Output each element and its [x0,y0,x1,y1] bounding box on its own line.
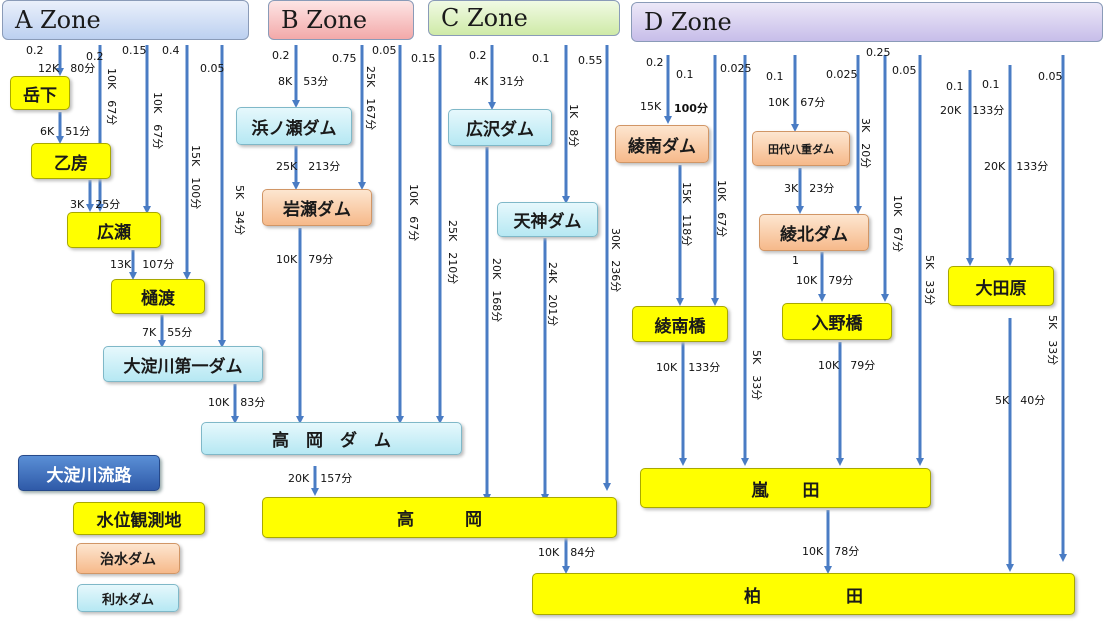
node-oyodo-dam1: 大淀川第一ダム [103,346,263,382]
label-dam1-takaoka-dam: 10K 83分 [208,396,266,409]
label-arashida-kashiwada: 10K 78分 [802,545,860,558]
label-h-c2: 0.1 [532,52,550,65]
label-hirosawa-in: 4K 31分 [474,75,525,88]
node-hirosawa-dam: 広沢ダム [448,109,552,146]
node-iwase-dam: 岩瀬ダム [262,189,372,226]
label-tashiro-in: 10K 67分 [768,96,826,109]
label-h-a5: 0.05 [200,62,225,75]
label-otabaru-in2: 20K 133分 [984,160,1049,173]
node-tenjin-dam: 天神ダム [497,202,598,237]
label-h-b2: 0.75 [332,52,357,65]
node-tashiro-dam: 田代八重ダム [752,131,850,166]
label-ayaminami-in-t: 100分 [674,102,708,115]
node-takeshita: 岳下 [10,76,70,110]
label-takaoka-dam-takaoka: 20K 157分 [288,472,353,485]
label-h-d7: 0.05 [892,64,917,77]
zone-b-header: B Zone [268,0,414,40]
label-ayaminami-in-k: 15K [640,100,662,113]
label-takeshita-in: 12K 80分 [38,62,96,75]
label-v-ayaminami: 15K 118分 [680,182,693,247]
label-takeshita-otsubo: 6K 51分 [40,125,91,138]
legend-gauge: 水位観測地 [73,502,205,535]
legend-river: 大淀川流路 [18,455,160,491]
label-h-a3: 0.15 [122,44,147,57]
zone-a-header: A Zone [2,0,249,40]
zone-c-header: C Zone [428,0,620,36]
label-h-b3: 0.05 [372,44,397,57]
label-hirose-hiwatari: 13K 107分 [110,258,175,271]
node-kashiwada: 柏 田 [532,573,1075,615]
label-otabaru-kashiwada: 5K 40分 [995,394,1046,407]
label-h-d9: 0.1 [982,78,1000,91]
label-v-d5: 3K 20分 [859,118,872,169]
label-iwase-takaoka-dam: 10K 79分 [276,253,334,266]
node-ayaminami-bridge: 綾南橋 [632,306,728,342]
label-hamanose-iwase: 25K 213分 [276,160,341,173]
node-takaoka-dam: 高 岡 ダ ム [201,422,462,455]
label-h-d3: 0.025 [720,62,752,75]
label-v-b2: 25K 167分 [364,66,377,131]
label-v-d7: 5K 33分 [923,255,936,306]
node-arashida: 嵐 田 [640,468,931,508]
label-v-c0: 25K 210分 [446,220,459,285]
node-irinobashi: 入野橋 [782,303,892,340]
label-h-c3: 0.55 [578,54,603,67]
label-otsubo-hirose: 3K 25分 [70,198,121,211]
label-h-d10: 0.05 [1038,70,1063,83]
label-v-d2: 10K 67分 [715,180,728,238]
label-ayakita-iri: 10K 79分 [796,274,854,287]
label-v-d3: 5K 33分 [750,350,763,401]
label-v-a5: 5K 34分 [233,185,246,236]
node-otabaru: 大田原 [948,266,1054,306]
label-h-d2: 0.1 [676,68,694,81]
label-hamanose-in: 8K 53分 [278,75,329,88]
node-otsubo: 乙房 [31,143,111,179]
label-v-a2: 10K 67分 [105,68,118,126]
label-h-d6: 0.25 [866,46,891,59]
label-h-a1: 0.2 [26,44,44,57]
label-otabaru-in: 20K 133分 [940,104,1005,117]
label-v-tenjin: 24K 201分 [546,262,559,327]
label-v-a3: 10K 67分 [151,92,164,150]
label-ayaminami-bridge-out: 10K 133分 [656,361,721,374]
label-hiwatari-dam1: 7K 55分 [142,326,193,339]
label-ayakita-small: 1 [792,254,799,267]
label-h-a2: 0.2 [86,50,104,63]
node-takaoka: 高 岡 [262,497,617,538]
label-v-c3: 30K 236分 [609,228,622,293]
label-v-a4: 15K 100分 [189,145,202,210]
node-ayakita-dam: 綾北ダム [759,214,869,251]
zone-d-header: D Zone [631,2,1103,42]
label-h-c1: 0.2 [469,49,487,62]
label-h-c0: 0.15 [411,52,436,65]
label-v-d10: 5K 33分 [1046,315,1059,366]
label-v-c1: 20K 168分 [490,258,503,323]
label-h-b1: 0.2 [272,49,290,62]
legend-flood-dam: 治水ダム [76,543,180,574]
label-v-c2: 1K 8分 [567,104,580,148]
label-h-d1: 0.2 [646,56,664,69]
label-h-d4: 0.1 [766,70,784,83]
label-v-d6: 10K 67分 [891,195,904,253]
node-hiwatari: 樋渡 [111,279,205,314]
label-h-d5: 0.025 [826,68,858,81]
node-ayaminami-dam: 綾南ダム [615,125,709,163]
label-h-d8: 0.1 [946,80,964,93]
label-tashiro-ayakita: 3K 23分 [784,182,835,195]
node-hamanose-dam: 浜ノ瀬ダム [236,107,352,145]
legend-water-dam: 利水ダム [77,584,179,612]
node-hirose: 広瀬 [67,212,161,248]
label-h-a4: 0.4 [162,44,180,57]
label-takaoka-kashiwada: 10K 84分 [538,546,596,559]
label-v-b3: 10K 67分 [407,184,420,242]
label-iri-arashida: 10K 79分 [818,359,876,372]
